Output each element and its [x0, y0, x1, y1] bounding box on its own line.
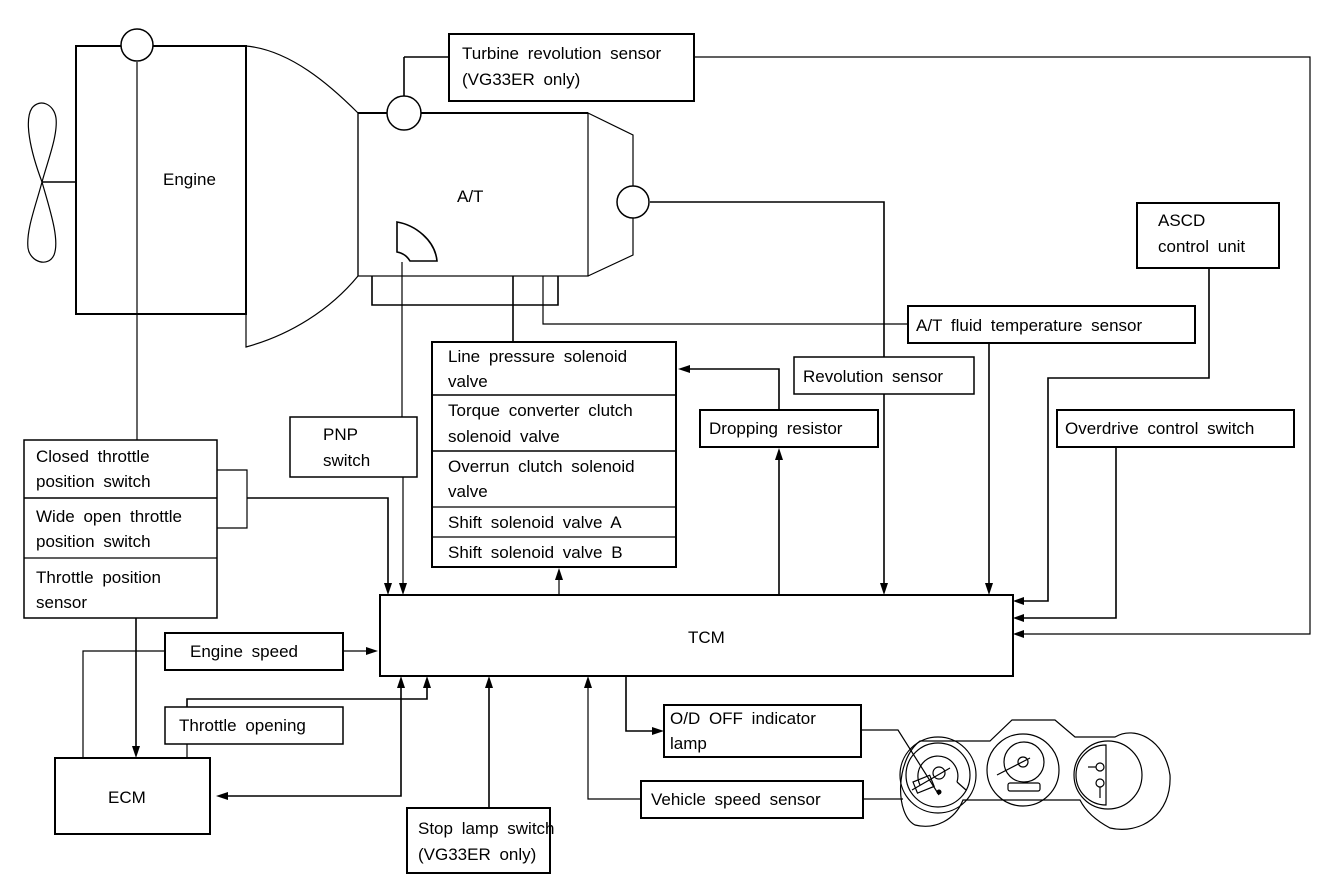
label-text: Vehicle speed sensor	[651, 790, 821, 809]
label-text: O/D OFF indicator	[670, 709, 816, 728]
throttle-opening-box: Throttle opening	[164, 706, 344, 745]
combination-meter-icon	[899, 719, 1171, 830]
turbine-revolution-sensor-box: Turbine revolution sensor (VG33ER only)	[448, 33, 695, 102]
label-text: (VG33ER only)	[462, 70, 580, 89]
label-text: Throttle opening	[179, 716, 306, 735]
solenoid-torque-converter: Torque converter clutch	[448, 401, 633, 420]
pnp-switch-box: PNP switch	[289, 416, 418, 478]
solenoid-valve-stack: Line pressure solenoid valve Torque conv…	[431, 341, 677, 568]
throttle-position-sensor: Throttle position	[36, 568, 161, 587]
label-text: ASCD	[1158, 211, 1205, 230]
solenoid-overrun-clutch: Overrun clutch solenoid	[448, 457, 635, 476]
throttle-switch-stack: Closed throttle position switch Wide ope…	[23, 439, 218, 619]
solenoid-shift-a: Shift solenoid valve A	[448, 513, 622, 532]
at-label: A/T	[457, 187, 483, 206]
label-text: Stop lamp switch	[418, 819, 555, 838]
inhibitor-switch-icon	[396, 221, 438, 262]
label-text: A/T fluid temperature sensor	[916, 316, 1143, 335]
label-text: Engine speed	[190, 642, 298, 661]
stop-lamp-switch-box: Stop lamp switch (VG33ER only)	[406, 807, 555, 874]
label-text: position switch	[36, 472, 151, 491]
label-text: control unit	[1158, 237, 1245, 256]
overdrive-control-switch-box: Overdrive control switch	[1056, 409, 1295, 448]
label-text: valve	[448, 482, 488, 501]
label-text: Revolution sensor	[803, 367, 943, 386]
label-text: Dropping resistor	[709, 419, 843, 438]
solenoid-shift-b: Shift solenoid valve B	[448, 543, 623, 562]
revolution-sensor-box: Revolution sensor	[793, 356, 975, 395]
engine-illustration: Engine A/T	[27, 28, 908, 440]
torque-converter-housing	[245, 45, 359, 348]
engine-speed-box: Engine speed	[164, 632, 344, 671]
label-text: PNP	[323, 425, 358, 444]
label-text: (VG33ER only)	[418, 845, 536, 864]
dropping-resistor-box: Dropping resistor	[699, 409, 879, 448]
ecm-box: ECM	[54, 757, 211, 835]
label-text: sensor	[36, 593, 87, 612]
solenoid-line-pressure: Line pressure solenoid	[448, 347, 627, 366]
label-text: Overdrive control switch	[1065, 419, 1254, 438]
vehicle-speed-sensor-box: Vehicle speed sensor	[640, 780, 864, 819]
crank-sensor-icon	[120, 28, 154, 62]
label-text: switch	[323, 451, 370, 470]
label-text: valve	[448, 372, 488, 391]
label-text: solenoid valve	[448, 427, 560, 446]
revolution-sensor-icon	[616, 185, 650, 219]
label-text: lamp	[670, 734, 707, 753]
wide-open-throttle-switch: Wide open throttle	[36, 507, 182, 526]
engine-label: Engine	[163, 170, 216, 189]
label-text: TCM	[688, 628, 725, 647]
od-off-indicator-lamp-box: O/D OFF indicator lamp	[663, 704, 862, 758]
engine-block	[75, 45, 247, 315]
tcm-box: TCM	[379, 594, 1014, 677]
fluid-temperature-sensor-box: A/T fluid temperature sensor	[907, 305, 1196, 344]
label-text: position switch	[36, 532, 151, 551]
label-text: Turbine revolution sensor	[462, 44, 662, 63]
ascd-control-unit-box: ASCD control unit	[1136, 202, 1280, 269]
label-text: ECM	[108, 788, 146, 807]
closed-throttle-switch: Closed throttle	[36, 447, 150, 466]
turbine-sensor-icon	[386, 95, 422, 131]
